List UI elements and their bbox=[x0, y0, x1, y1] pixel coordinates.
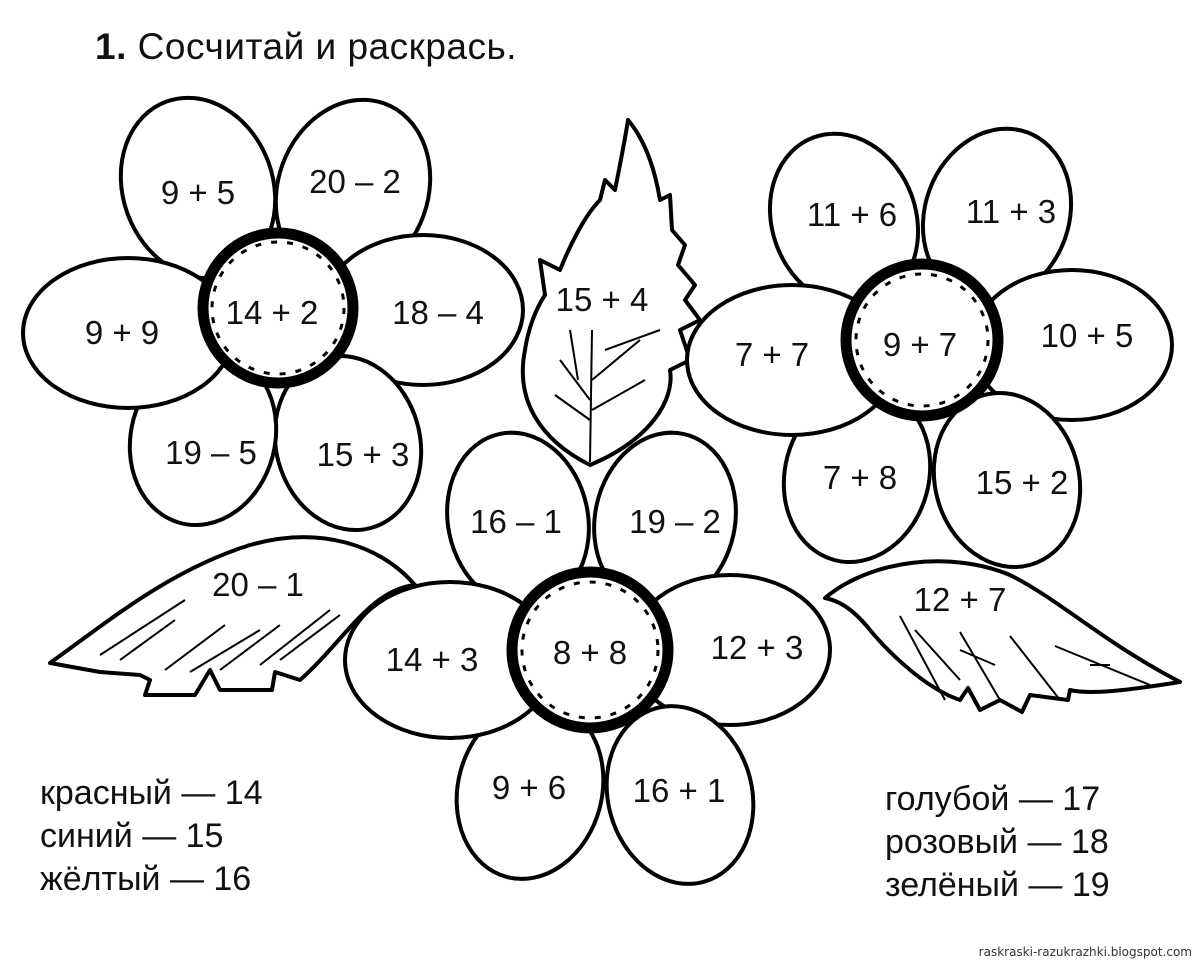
page-title: 1. Сосчитай и раскрась. bbox=[95, 26, 517, 68]
legend-item-pink: розовый — 18 bbox=[885, 823, 1109, 861]
legend-item-red: красный — 14 bbox=[40, 774, 263, 812]
top-leaf-shape[interactable] bbox=[520, 118, 702, 467]
flower-top-right-petal-4[interactable]: 15 + 2 bbox=[975, 464, 1069, 501]
left-leaf-shape[interactable] bbox=[48, 535, 417, 697]
task-instruction: Сосчитай и раскрась. bbox=[137, 26, 518, 67]
flower-bottom-center-petal-6[interactable]: 14 + 3 bbox=[385, 641, 479, 678]
flower-bottom-center-center[interactable]: 8 + 8 bbox=[552, 634, 628, 671]
flower-top-right-petal-5[interactable]: 7 + 8 bbox=[822, 459, 898, 496]
color-legend-left: красный — 14 синий — 15 жёлтый — 16 bbox=[40, 772, 263, 901]
right-leaf-shape[interactable] bbox=[823, 559, 1182, 714]
legend-item-yellow: жёлтый — 16 bbox=[40, 860, 252, 898]
legend-item-blue: синий — 15 bbox=[40, 817, 224, 855]
legend-item-light-blue: голубой — 17 bbox=[885, 780, 1101, 818]
flower-top-right-shape bbox=[685, 126, 1174, 570]
flower-bottom-center-petal-5[interactable]: 9 + 6 bbox=[491, 769, 567, 806]
legend-item-green: зелёный — 19 bbox=[885, 866, 1110, 904]
flower-top-left-shape bbox=[21, 95, 525, 533]
top-leaf-label: 15 + 4 bbox=[555, 281, 649, 318]
left-leaf-label: 20 – 1 bbox=[212, 566, 304, 603]
flower-top-left-petal-2[interactable]: 20 – 2 bbox=[309, 163, 401, 200]
flower-top-left-petal-1[interactable]: 9 + 5 bbox=[160, 174, 236, 211]
flower-top-left-petal-4[interactable]: 15 + 3 bbox=[316, 436, 410, 473]
flower-top-right-petal-2[interactable]: 11 + 3 bbox=[965, 193, 1057, 230]
flower-bottom-center-petal-2[interactable]: 19 – 2 bbox=[629, 503, 721, 540]
flower-top-right-center[interactable]: 9 + 7 bbox=[882, 326, 958, 363]
flower-bottom-center-petal-1[interactable]: 16 – 1 bbox=[470, 503, 562, 540]
flower-top-left-center[interactable]: 14 + 2 bbox=[225, 294, 319, 331]
flower-top-left-petal-5[interactable]: 19 – 5 bbox=[165, 434, 257, 471]
color-legend-right: голубой — 17 розовый — 18 зелёный — 19 bbox=[885, 778, 1110, 907]
task-number: 1. bbox=[95, 26, 127, 67]
flower-top-left-petal-3[interactable]: 18 – 4 bbox=[392, 294, 484, 331]
watermark: raskraski-razukrazhki.blogspot.com bbox=[978, 945, 1192, 959]
flower-bottom-center-shape bbox=[343, 430, 832, 886]
flower-top-right-petal-1[interactable]: 11 + 6 bbox=[806, 196, 898, 233]
flower-bottom-center-petal-3[interactable]: 12 + 3 bbox=[710, 629, 804, 666]
right-leaf-label: 12 + 7 bbox=[913, 581, 1007, 618]
flower-top-right-petal-6[interactable]: 7 + 7 bbox=[734, 336, 810, 373]
flower-top-right-petal-3[interactable]: 10 + 5 bbox=[1040, 317, 1134, 354]
flower-bottom-center-petal-4[interactable]: 16 + 1 bbox=[632, 772, 726, 809]
flower-top-left-petal-6[interactable]: 9 + 9 bbox=[84, 314, 160, 351]
